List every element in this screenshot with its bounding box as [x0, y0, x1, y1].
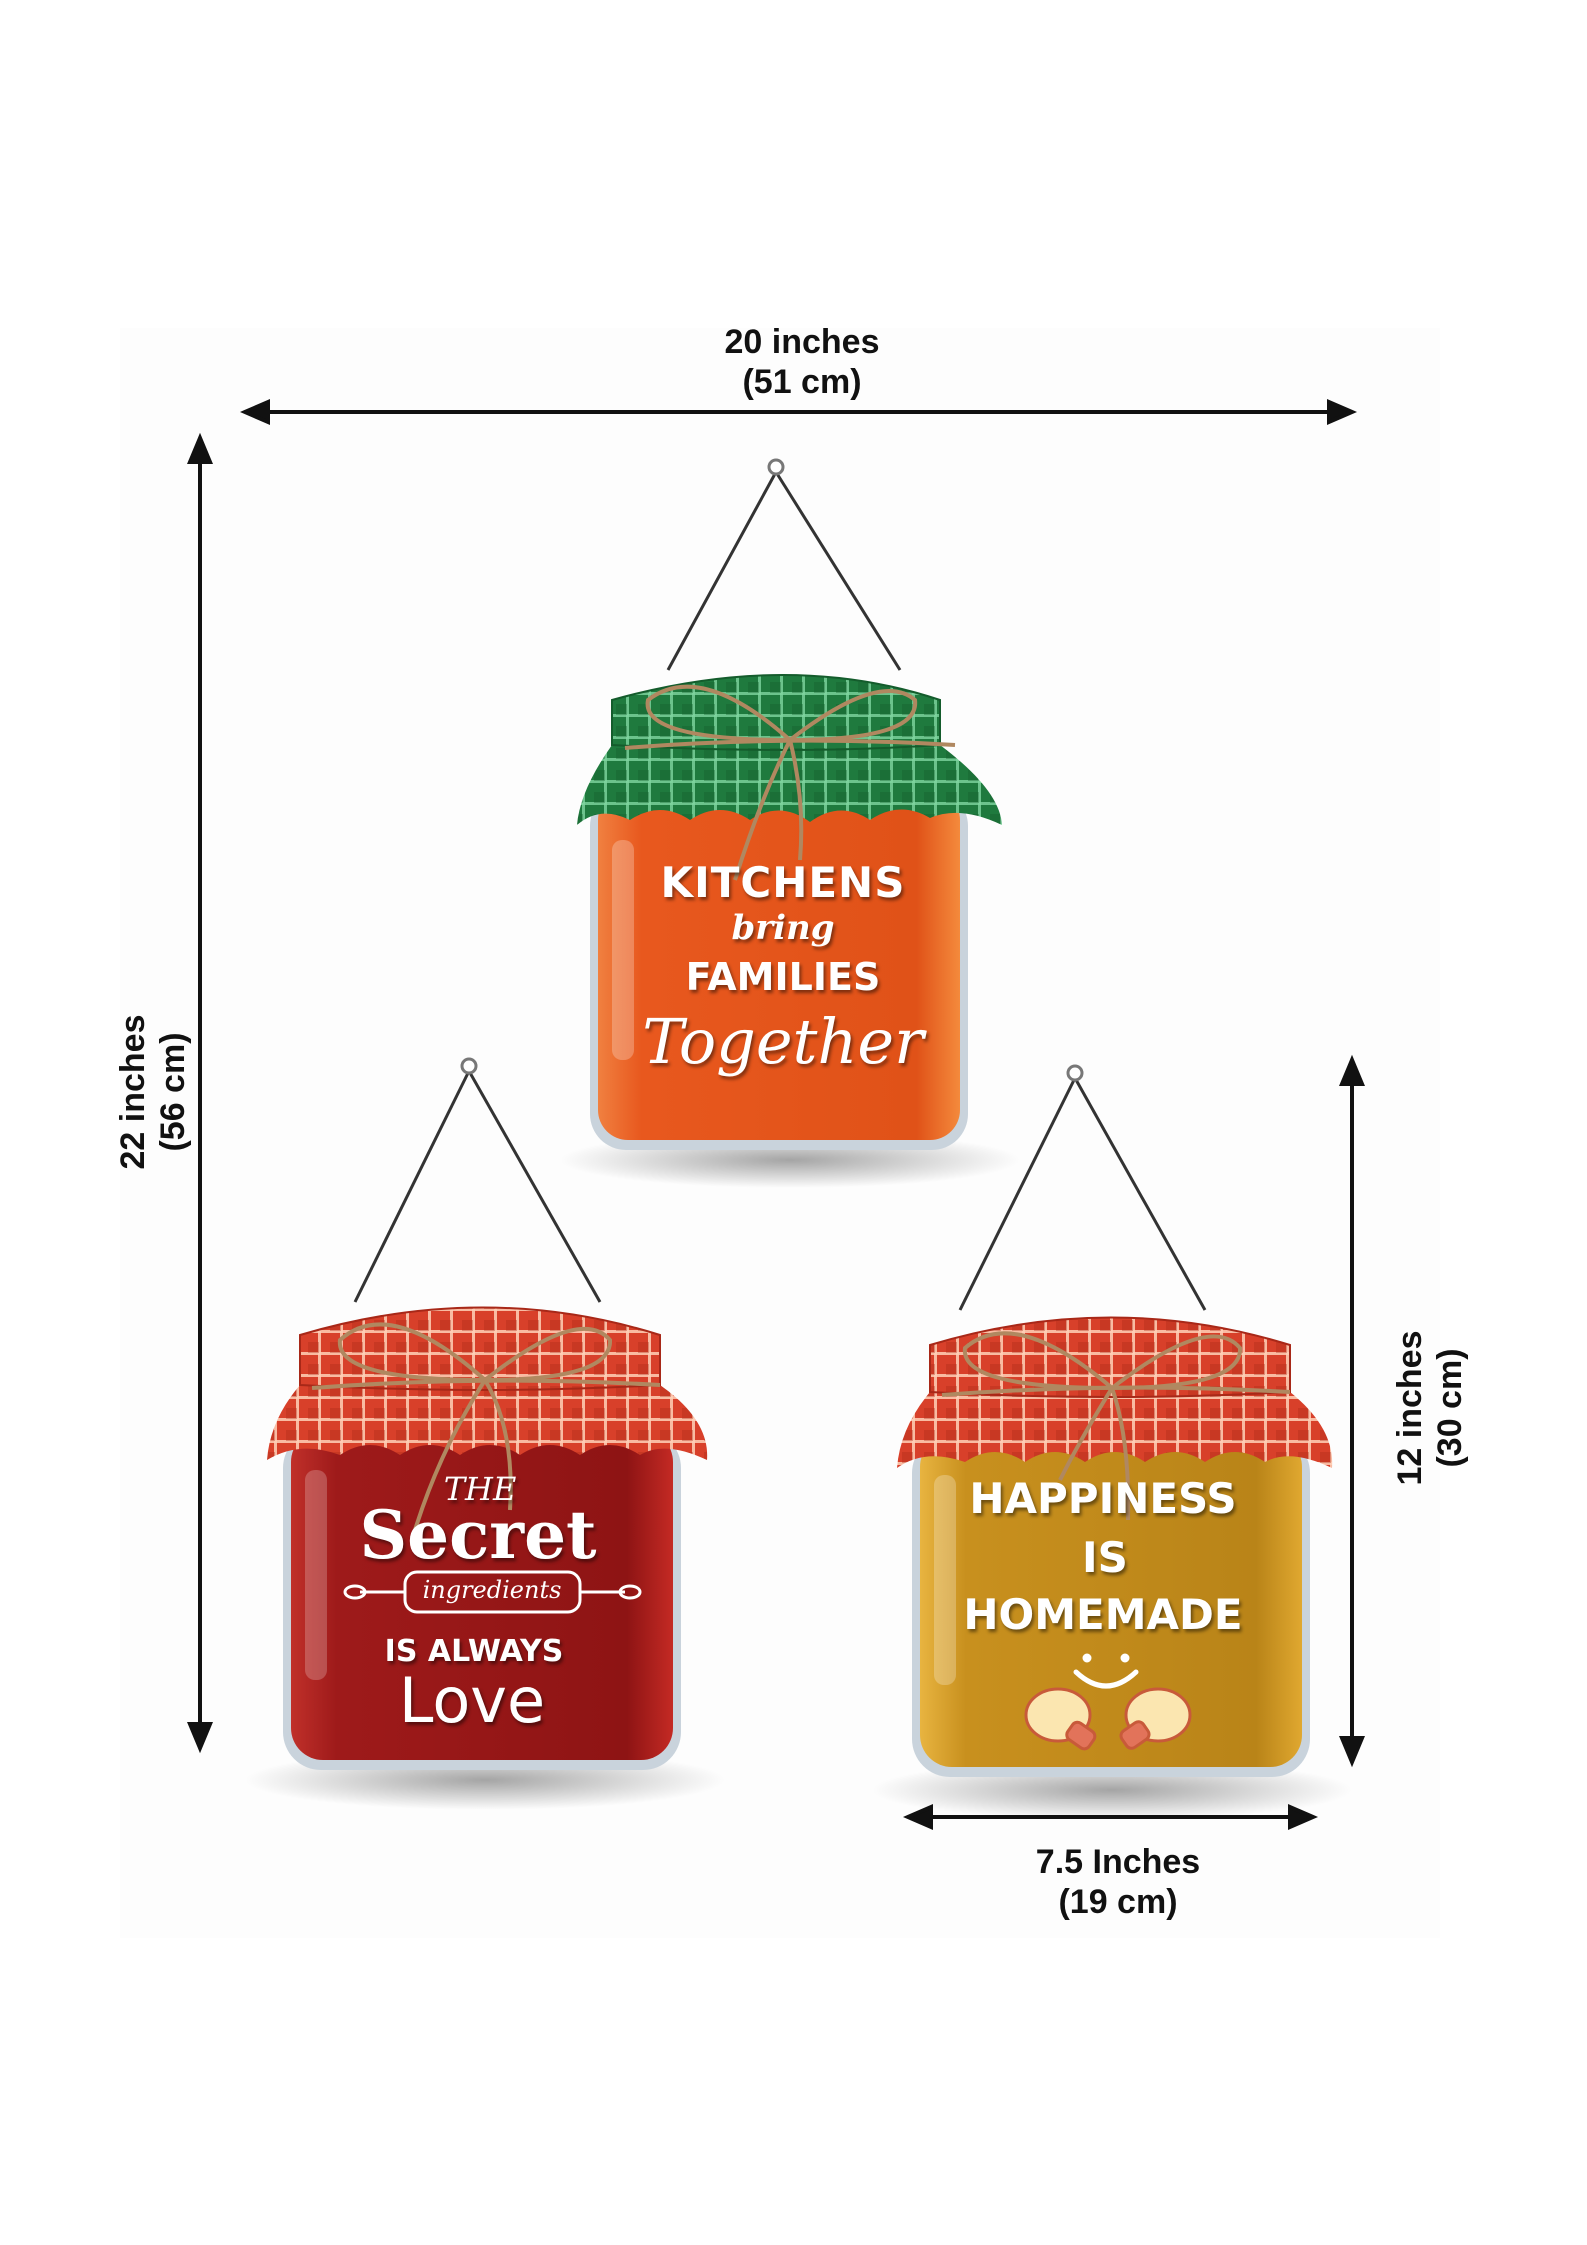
jar-kitchens-line-1: KITCHENS [660, 858, 906, 907]
jar-height-cm: (30 cm) [1431, 1348, 1469, 1468]
twine-bow [624, 684, 956, 881]
overall-height-cm: (56 cm) [154, 1032, 192, 1152]
twine-bow [311, 1322, 661, 1531]
overall-width-label: 20 inches (51 cm) [725, 322, 880, 402]
jar-secret [245, 1057, 725, 1810]
jar-secret-line-1: THE [443, 1470, 517, 1508]
jar-height-label: 12 inches (30 cm) [1390, 1331, 1470, 1486]
height-arrow [187, 432, 213, 1754]
hanging-string [958, 1077, 1207, 1311]
jar-secret-line-5: Love [398, 1664, 546, 1737]
jar-width-label: 7.5 Inches (19 cm) [1036, 1842, 1200, 1922]
jar-secret-line-4: IS ALWAYS [384, 1634, 564, 1669]
width-arrow [239, 398, 1358, 426]
twine-bow [941, 1331, 1291, 1521]
jar-happiness-line-2: IS [1082, 1533, 1128, 1582]
jar-secret-line-2: Secret [359, 1496, 597, 1574]
hook-icon [1066, 1064, 1084, 1082]
jar-width-cm: (19 cm) [1058, 1883, 1178, 1921]
jar-kitchens-line-3: FAMILIES [685, 955, 881, 999]
smile-icon [1073, 1653, 1139, 1689]
jar-happiness-line-3: HOMEMADE [963, 1590, 1243, 1639]
jar-secret-line-3: ingredients [422, 1576, 562, 1604]
jar-kitchens-line-2: bring [731, 908, 835, 948]
jar-height-arrow [1339, 1054, 1365, 1768]
hook-icon [460, 1057, 478, 1075]
overall-width-cm: (51 cm) [742, 363, 862, 401]
jar-height-inches: 12 inches [1391, 1330, 1429, 1486]
jar-kitchens-line-4: Together [642, 1005, 924, 1078]
jar-happiness-line-1: HAPPINESS [969, 1474, 1237, 1523]
hook-icon [767, 458, 785, 476]
overall-height-label: 22 inches (56 cm) [113, 1015, 193, 1170]
jar-width-inches: 7.5 Inches [1035, 1843, 1201, 1881]
jar-happiness [872, 1064, 1352, 1820]
oven-mitt-icon [1024, 1687, 1192, 1751]
jar-kitchens [560, 458, 1020, 1188]
overall-width-inches: 20 inches [724, 323, 880, 361]
hanging-string [666, 471, 902, 671]
hanging-string [353, 1070, 602, 1303]
overall-height-inches: 22 inches [114, 1014, 152, 1170]
rolling-pin-icon [343, 1570, 642, 1614]
